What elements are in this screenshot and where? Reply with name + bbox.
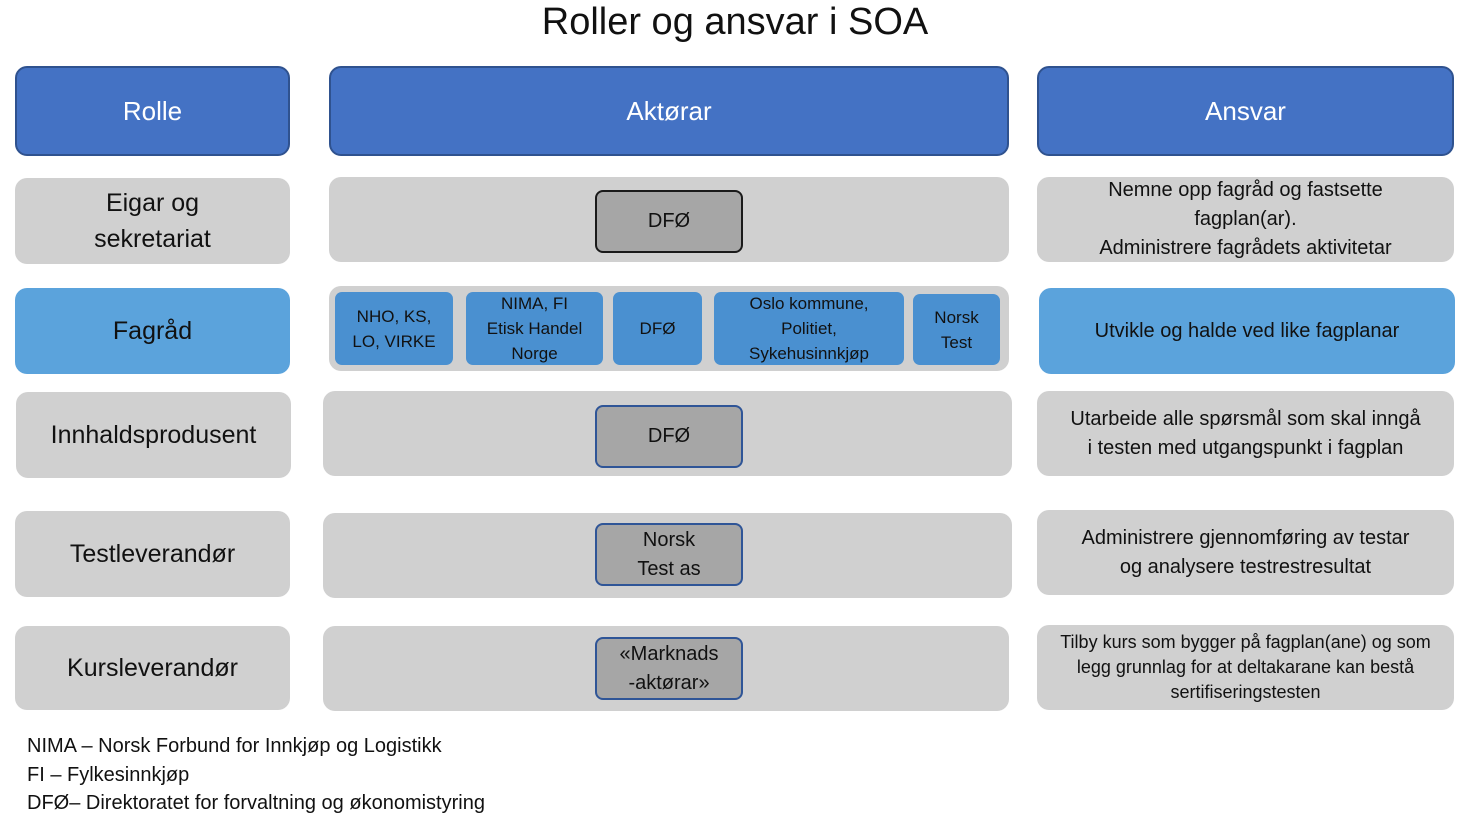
footnote-nima: NIMA – Norsk Forbund for Innkjøp og Logi… (27, 735, 442, 757)
responsibility-testleverandor: Administrere gjennomføring av testar og … (1037, 510, 1454, 595)
role-fagrad: Fagråd (15, 288, 290, 374)
actor-box: DFØ (595, 405, 743, 468)
responsibility-eigar-sekretariat: Nemne opp fagråd og fastsette fagplan(ar… (1037, 177, 1454, 262)
footnote-dfo: DFØ– Direktoratet for forvaltning og øko… (27, 792, 485, 814)
actors-testleverandor: Norsk Test as (323, 513, 1012, 598)
responsibility-kursleverandor: Tilby kurs som bygger på fagplan(ane) og… (1037, 625, 1454, 710)
footnote-fi: FI – Fylkesinnkjøp (27, 764, 190, 786)
actor-chip: DFØ (613, 292, 702, 365)
role-innhaldsprodusent: Innhaldsprodusent (16, 392, 291, 478)
actor-chip: NHO, KS, LO, VIRKE (335, 292, 453, 365)
responsibility-innhaldsprodusent: Utarbeide alle spørsmål som skal inngå i… (1037, 391, 1454, 476)
header-ansvar: Ansvar (1037, 66, 1454, 156)
actor-chip: Oslo kommune, Politiet, Sykehusinnkjøp (714, 292, 904, 365)
role-testleverandor: Testleverandør (15, 511, 290, 597)
actor-chip: Norsk Test (913, 294, 1000, 365)
header-rolle: Rolle (15, 66, 290, 156)
actor-box: Norsk Test as (595, 523, 743, 586)
actor-box: DFØ (595, 190, 743, 253)
page-title: Roller og ansvar i SOA (541, 1, 929, 43)
responsibility-fagrad: Utvikle og halde ved like fagplanar (1039, 288, 1455, 374)
actors-eigar-sekretariat: DFØ (329, 177, 1009, 262)
actors-innhaldsprodusent: DFØ (323, 391, 1012, 476)
actor-box: «Marknads -aktørar» (595, 637, 743, 700)
actors-fagrad: NHO, KS, LO, VIRKE NIMA, FI Etisk Handel… (329, 286, 1009, 371)
header-aktorar: Aktørar (329, 66, 1009, 156)
role-eigar-sekretariat: Eigar og sekretariat (15, 178, 290, 264)
actors-kursleverandor: «Marknads -aktørar» (323, 626, 1009, 711)
actor-chip: NIMA, FI Etisk Handel Norge (466, 292, 603, 365)
role-kursleverandor: Kursleverandør (15, 626, 290, 710)
